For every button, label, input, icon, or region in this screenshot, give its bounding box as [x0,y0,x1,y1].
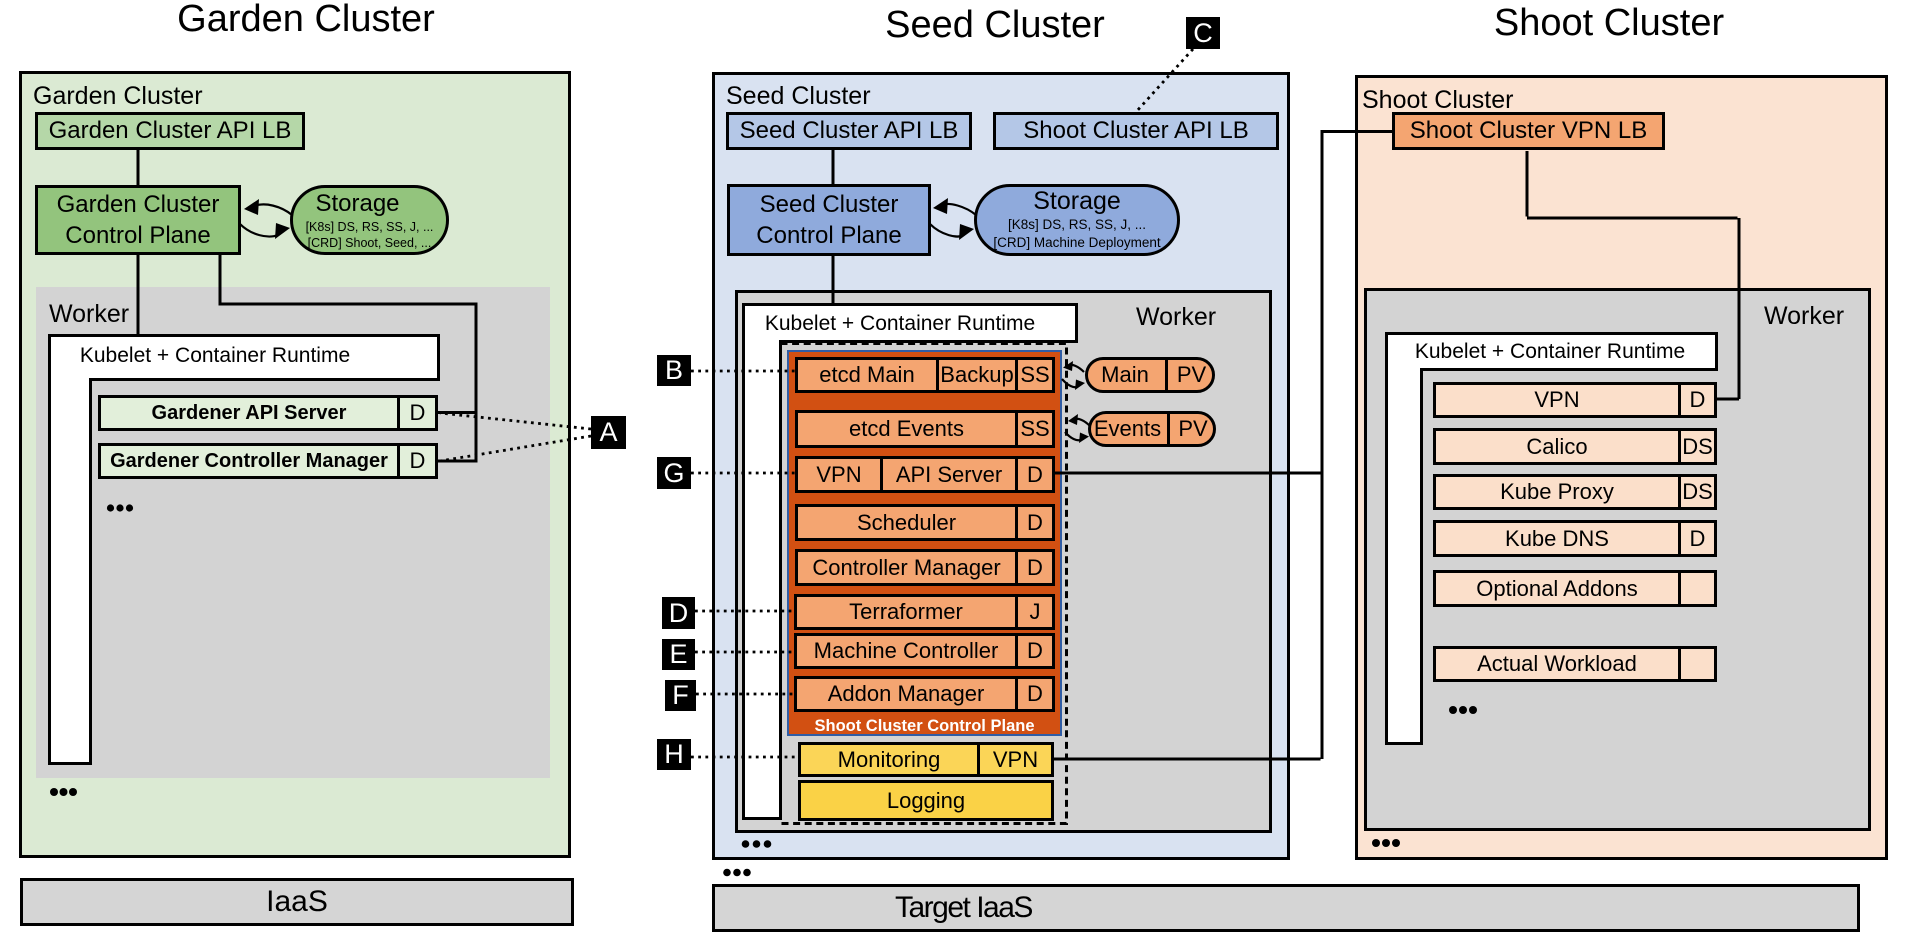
svg-text:Kubelet + Container Runtime: Kubelet + Container Runtime [1415,340,1685,363]
svg-text:Kubelet + Container Runtime: Kubelet + Container Runtime [80,344,350,367]
svg-text:Kubelet + Container Runtime: Kubelet + Container Runtime [765,312,1035,335]
